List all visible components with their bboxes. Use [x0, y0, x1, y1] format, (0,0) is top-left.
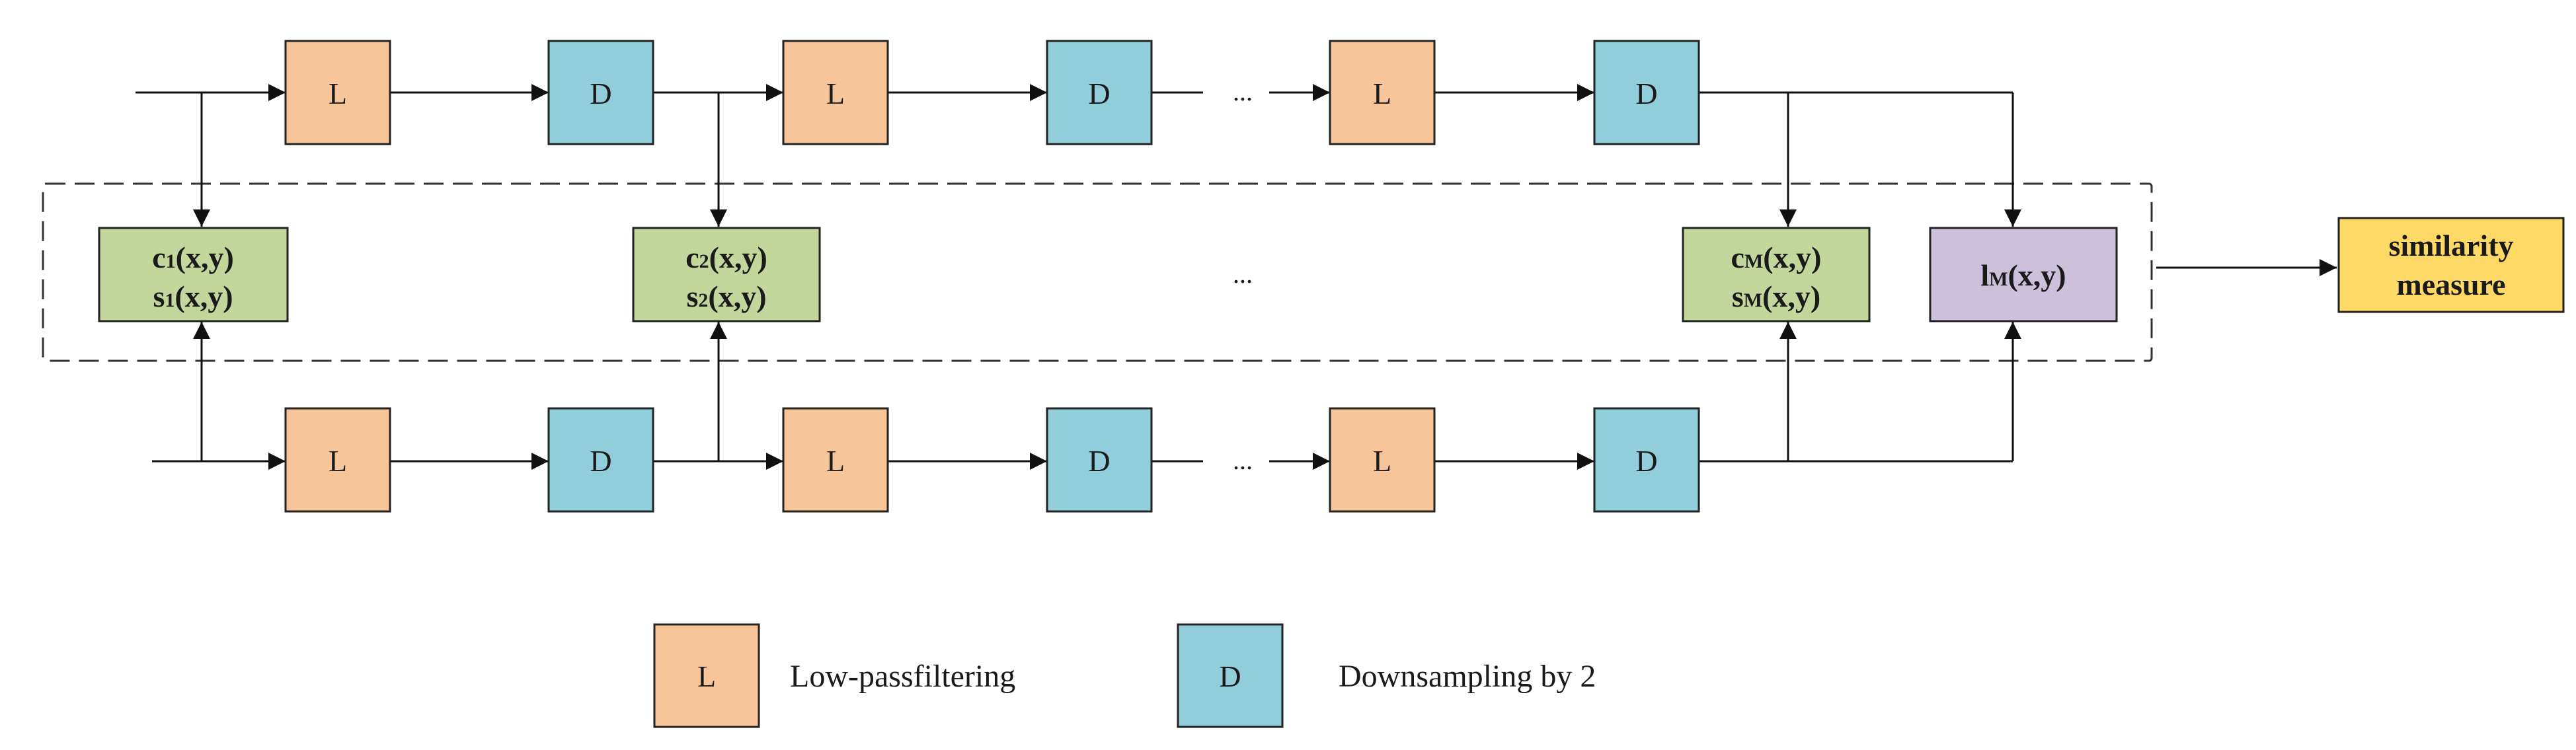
bottom-downsample-block-3: D	[1593, 407, 1700, 513]
top-downsample-label-1: D	[590, 77, 611, 110]
top-lowpass-block-1: L	[284, 40, 391, 145]
luminance-block-m: lM(x,y)	[1929, 227, 2118, 322]
contrast-structure-block-1: c1(x,y) s1(x,y)	[98, 227, 289, 322]
measurement-group-frame	[42, 182, 2153, 362]
top-lowpass-block-2: L	[782, 40, 889, 145]
cs-block-1-line-1: c1(x,y)	[152, 241, 234, 274]
bottom-row-blocks: L D L D ... L D	[284, 407, 1700, 513]
top-row-connectors	[136, 84, 2021, 227]
legend-lowpass-symbol: L	[697, 659, 716, 693]
top-downsample-label-2: D	[1088, 77, 1110, 110]
bottom-ellipsis: ...	[1233, 445, 1253, 475]
legend: L Low-passfiltering D Downsampling by 2	[653, 623, 1596, 728]
contrast-structure-block-m: cM(x,y) sM(x,y)	[1682, 227, 1871, 322]
similarity-label-line-1: similarity	[2388, 229, 2513, 262]
top-downsample-block-3: D	[1593, 40, 1700, 145]
top-downsample-block-2: D	[1046, 40, 1153, 145]
cs-block-2-line-2: s2(x,y)	[686, 280, 766, 313]
bottom-lowpass-block-1: L	[284, 407, 391, 513]
cs-block-m-line-2: sM(x,y)	[1732, 280, 1820, 313]
bottom-downsample-label-2: D	[1088, 444, 1110, 478]
top-downsample-block-1: D	[547, 40, 654, 145]
legend-downsample-text: Downsampling by 2	[1339, 659, 1596, 694]
contrast-structure-block-2: c2(x,y) s2(x,y)	[632, 227, 821, 322]
cs-block-1-line-2: s1(x,y)	[153, 280, 233, 313]
bottom-downsample-block-2: D	[1046, 407, 1153, 513]
legend-lowpass-swatch: L	[653, 623, 760, 728]
cs-block-2-line-1: c2(x,y)	[685, 241, 767, 274]
middle-ellipsis: ...	[1233, 259, 1253, 289]
bottom-lowpass-block-2: L	[782, 407, 889, 513]
bottom-downsample-label-1: D	[590, 444, 611, 478]
bottom-lowpass-label-1: L	[329, 444, 347, 478]
top-lowpass-label-2: L	[826, 77, 845, 110]
luminance-block-label: lM(x,y)	[1980, 258, 2066, 292]
bottom-row-connectors	[152, 322, 2021, 470]
legend-downsample-symbol: D	[1219, 659, 1241, 693]
top-downsample-label-3: D	[1635, 77, 1657, 110]
cs-block-m-line-1: cM(x,y)	[1731, 241, 1822, 274]
legend-downsample-swatch: D	[1177, 623, 1284, 728]
top-lowpass-label-1: L	[329, 77, 347, 110]
bottom-lowpass-block-3: L	[1329, 407, 1436, 513]
top-lowpass-label-3: L	[1373, 77, 1391, 110]
similarity-measure-block: similarity measure	[2337, 217, 2565, 313]
top-ellipsis: ...	[1233, 77, 1253, 106]
top-row-blocks: L D L D ... L D	[284, 40, 1700, 145]
bottom-downsample-block-1: D	[547, 407, 654, 513]
similarity-label-line-2: measure	[2396, 268, 2505, 301]
bottom-downsample-label-3: D	[1635, 444, 1657, 478]
top-lowpass-block-3: L	[1329, 40, 1436, 145]
bottom-lowpass-label-3: L	[1373, 444, 1391, 478]
bottom-lowpass-label-2: L	[826, 444, 845, 478]
legend-lowpass-text: Low-passfiltering	[790, 659, 1015, 694]
